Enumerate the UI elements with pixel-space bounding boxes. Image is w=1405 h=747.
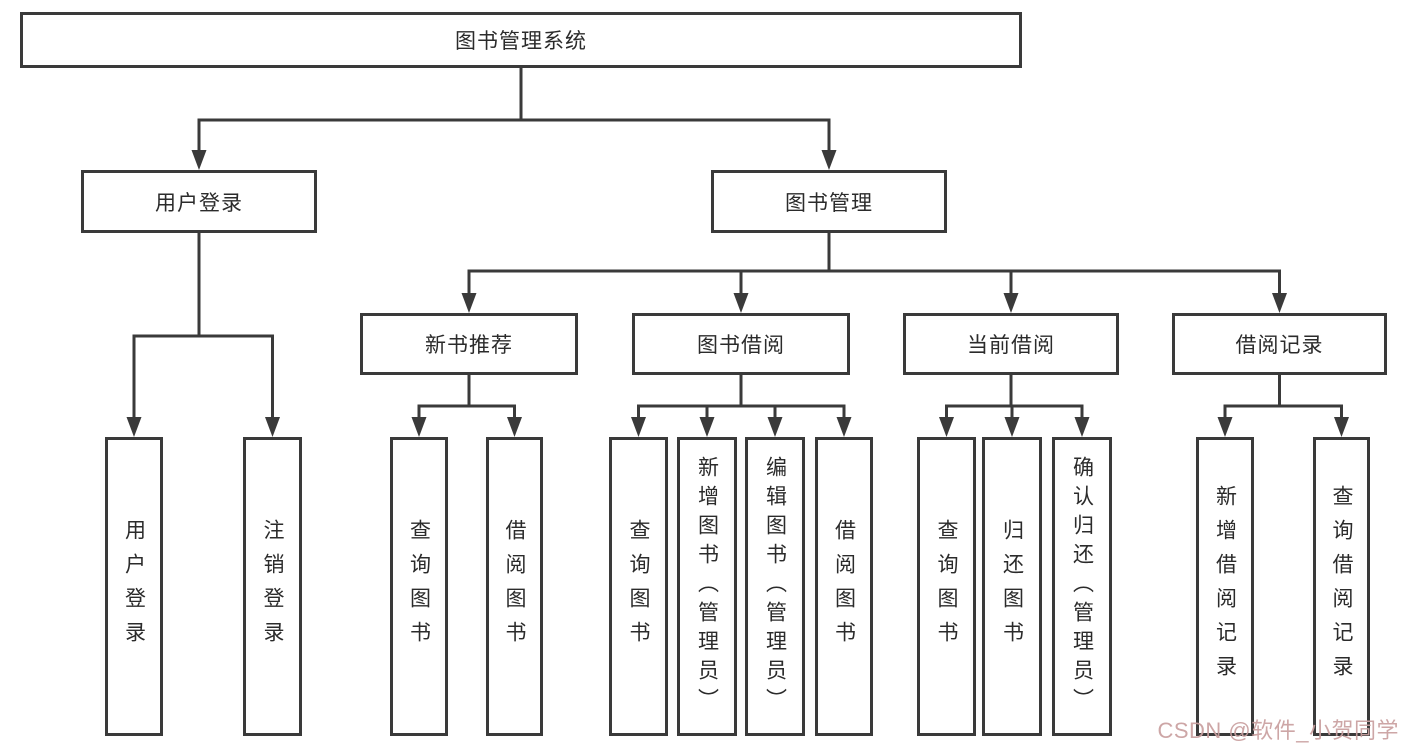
node-label: 用户登录 xyxy=(122,518,146,655)
node-label: 查询图书 xyxy=(407,518,431,655)
node-label: 图书管理系统 xyxy=(455,30,587,53)
watermark: CSDN @软件_小贺同学 xyxy=(1157,718,1399,743)
node-new-book-recommend: 新书推荐 xyxy=(360,313,578,375)
node-label: 用户登录 xyxy=(155,191,243,215)
node-user-login: 用户登录 xyxy=(81,170,317,233)
node-label: 确认归还（管理员） xyxy=(1070,456,1094,717)
node-query-books-1: 查询图书 xyxy=(390,437,448,736)
node-add-borrow-record: 新增借阅记录 xyxy=(1196,437,1254,736)
node-query-books-3: 查询图书 xyxy=(917,437,976,736)
node-label: 新书推荐 xyxy=(425,334,513,357)
node-borrow-books-2: 借阅图书 xyxy=(815,437,873,736)
node-label: 借阅图书 xyxy=(503,518,526,655)
node-leaf-user-login: 用户登录 xyxy=(105,437,163,736)
node-confirm-return-admin: 确认归还（管理员） xyxy=(1052,437,1112,736)
node-label: 当前借阅 xyxy=(967,334,1055,357)
node-borrow-books-1: 借阅图书 xyxy=(486,437,543,736)
node-label: 新增图书（管理员） xyxy=(695,456,719,717)
node-label: 归还图书 xyxy=(1000,518,1024,655)
node-leaf-logout: 注销登录 xyxy=(243,437,302,736)
node-label: 借阅记录 xyxy=(1235,334,1324,357)
node-label: 编辑图书（管理员） xyxy=(763,456,787,717)
node-label: 图书借阅 xyxy=(697,334,785,357)
node-label: 借阅图书 xyxy=(832,518,856,655)
node-borrow-records: 借阅记录 xyxy=(1172,313,1387,375)
node-label: 查询借阅记录 xyxy=(1330,484,1353,689)
node-label: 新增借阅记录 xyxy=(1213,484,1237,689)
node-query-borrow-record: 查询借阅记录 xyxy=(1313,437,1370,736)
node-add-books-admin: 新增图书（管理员） xyxy=(677,437,737,736)
node-label: 查询图书 xyxy=(627,518,650,655)
node-book-management: 图书管理 xyxy=(711,170,947,233)
node-book-borrowing: 图书借阅 xyxy=(632,313,850,375)
node-label: 查询图书 xyxy=(935,518,958,655)
node-query-books-2: 查询图书 xyxy=(609,437,668,736)
node-library-management-system: 图书管理系统 xyxy=(20,12,1022,68)
node-label: 注销登录 xyxy=(261,518,284,655)
node-return-books: 归还图书 xyxy=(982,437,1042,736)
node-edit-books-admin: 编辑图书（管理员） xyxy=(745,437,805,736)
node-current-borrowing: 当前借阅 xyxy=(903,313,1119,375)
node-label: 图书管理 xyxy=(785,191,873,215)
